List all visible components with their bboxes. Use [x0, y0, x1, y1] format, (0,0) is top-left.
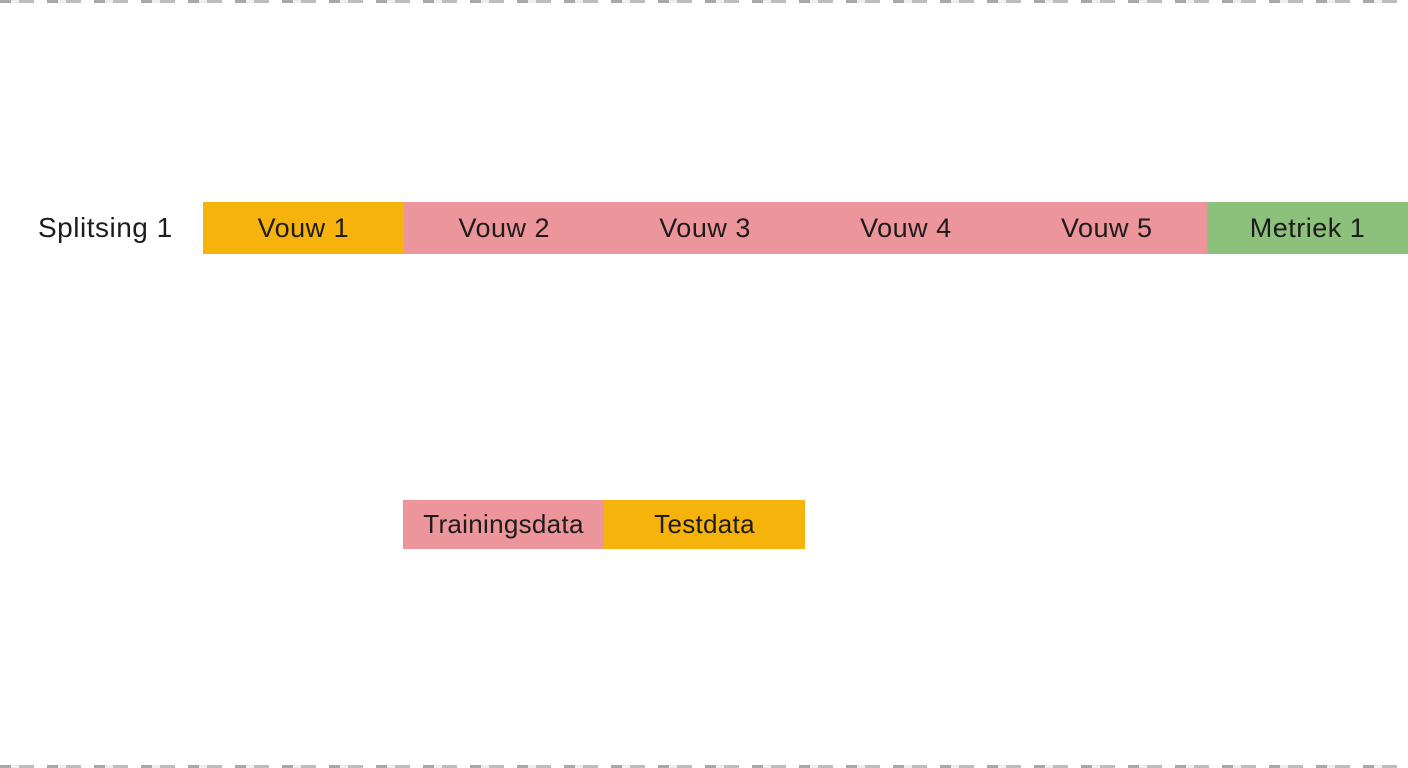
legend-item-trainingsdata: Trainingsdata — [403, 500, 604, 549]
fold-segment-train: Vouw 3 — [604, 202, 806, 254]
legend-item-testdata: Testdata — [604, 500, 805, 549]
split-bar: Vouw 1 Vouw 2 Vouw 3 Vouw 4 Vouw 5 Metri… — [203, 202, 1408, 254]
legend: Trainingsdata Testdata — [403, 500, 805, 549]
fold-segment-train: Vouw 5 — [1006, 202, 1208, 254]
split-row-label: Splitsing 1 — [38, 212, 173, 243]
top-edge-artifact — [0, 0, 1408, 3]
fold-segment-train: Vouw 2 — [403, 202, 605, 254]
fold-segment-test: Vouw 1 — [203, 202, 404, 254]
fold-segment-train: Vouw 4 — [805, 202, 1007, 254]
metric-segment: Metriek 1 — [1207, 202, 1408, 254]
bottom-edge-artifact — [0, 765, 1408, 768]
